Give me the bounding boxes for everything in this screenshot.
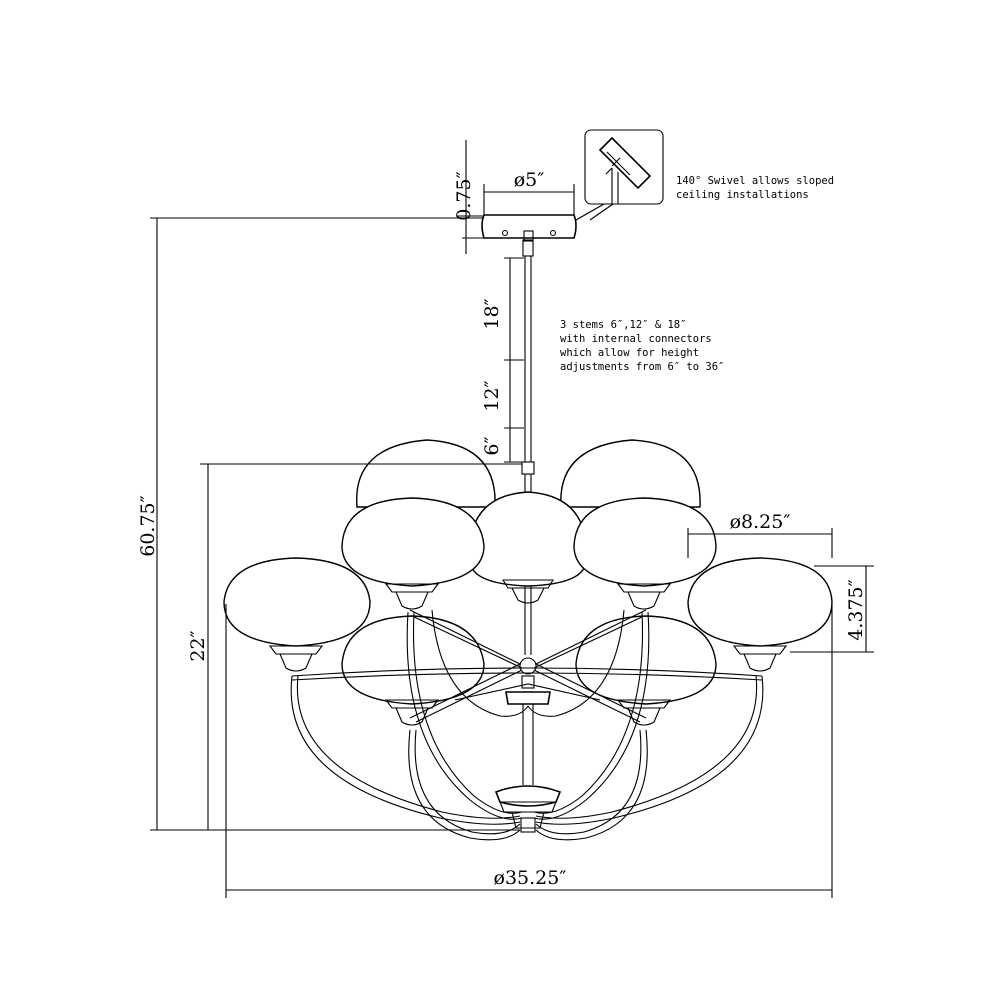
shades-back-tier bbox=[356, 439, 701, 604]
shades-front bbox=[223, 497, 833, 647]
stems-note-line-1: 3 stems 6″,12″ & 18″ bbox=[560, 319, 686, 331]
swivel-detail-inset bbox=[575, 129, 664, 221]
shade-cups bbox=[268, 583, 788, 726]
stem-6-label: 6″ bbox=[481, 436, 503, 455]
stems-note-line-4: adjustments from 6″ to 36″ bbox=[560, 361, 724, 373]
canopy-diameter-label: ø5″ bbox=[514, 169, 545, 191]
dimension-lines bbox=[150, 140, 874, 898]
stems-note-line-3: which allow for height bbox=[560, 347, 699, 359]
overall-diameter-label: ø35.25″ bbox=[494, 867, 567, 889]
canopy bbox=[481, 214, 577, 242]
shade-diameter-label: ø8.25″ bbox=[730, 511, 791, 533]
ring-and-spokes bbox=[291, 609, 763, 723]
stem-18-label: 18″ bbox=[481, 298, 503, 329]
dimension-labels: 0.75″ ø5″ 18″ 12″ 6″ 60.75″ 22″ ø8.25″ 4… bbox=[137, 169, 867, 889]
stem-12-label: 12″ bbox=[481, 380, 503, 411]
overall-height-label: 60.75″ bbox=[137, 495, 159, 557]
swivel-note-line-2: ceiling installations bbox=[676, 189, 809, 201]
shade-height-label: 4.375″ bbox=[845, 579, 867, 641]
swivel-note-line-1: 140° Swivel allows sloped bbox=[676, 175, 834, 187]
shades-lower-back bbox=[341, 615, 717, 705]
body-height-label: 22″ bbox=[187, 630, 209, 661]
notes: 140° Swivel allows sloped ceiling instal… bbox=[560, 175, 834, 373]
bottom-hub bbox=[494, 785, 562, 833]
arms bbox=[290, 609, 764, 841]
stems-note-line-2: with internal connectors bbox=[560, 333, 712, 345]
canopy-height-label: 0.75″ bbox=[453, 171, 475, 220]
